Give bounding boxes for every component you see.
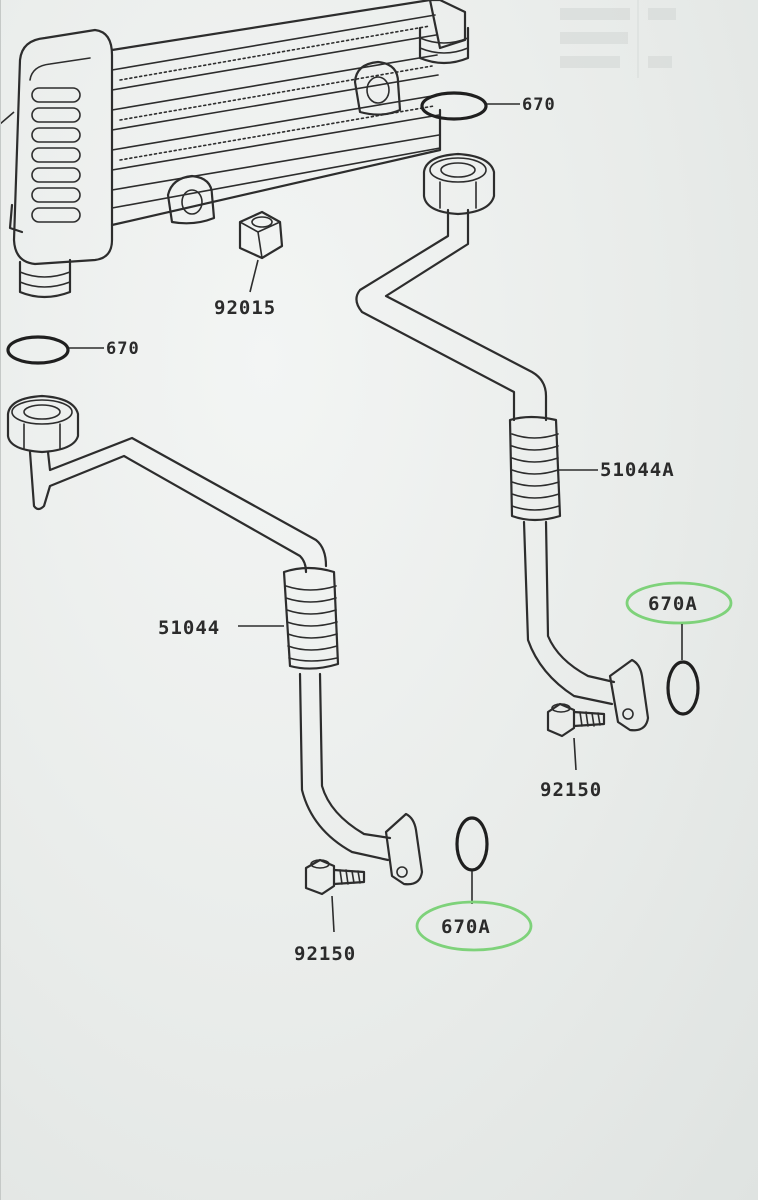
oil-pipe-51044A: 51044A xyxy=(355,152,675,732)
highlight-circle xyxy=(625,581,733,625)
bolt-92150-right: 92150 xyxy=(540,702,606,801)
bolt-92150-left: 92150 xyxy=(294,858,366,965)
callout-670A-left: 670A xyxy=(441,916,491,938)
highlight-circle xyxy=(415,900,533,952)
oring-670A-left: 670A xyxy=(415,816,533,952)
oil-cooler xyxy=(0,0,470,299)
callout-670-left: 670 xyxy=(106,339,140,359)
callout-92150-right: 92150 xyxy=(540,779,602,801)
callout-51044A: 51044A xyxy=(600,459,675,481)
cooler-tank-ribs xyxy=(31,87,81,223)
bleed-through-text xyxy=(560,0,676,78)
nut-92015: 92015 xyxy=(214,210,284,319)
callout-92150-left: 92150 xyxy=(294,943,356,965)
callout-670A-right: 670A xyxy=(648,593,698,615)
callout-92015: 92015 xyxy=(214,297,276,319)
oring-670-left: 670 xyxy=(6,335,140,365)
callout-670-top: 670 xyxy=(522,95,556,115)
oil-pipe-51044: 51044 xyxy=(6,394,424,886)
callout-51044: 51044 xyxy=(158,617,220,639)
oring-670A-right: 670A xyxy=(625,581,733,716)
oring-670-top: 670 xyxy=(420,91,556,121)
